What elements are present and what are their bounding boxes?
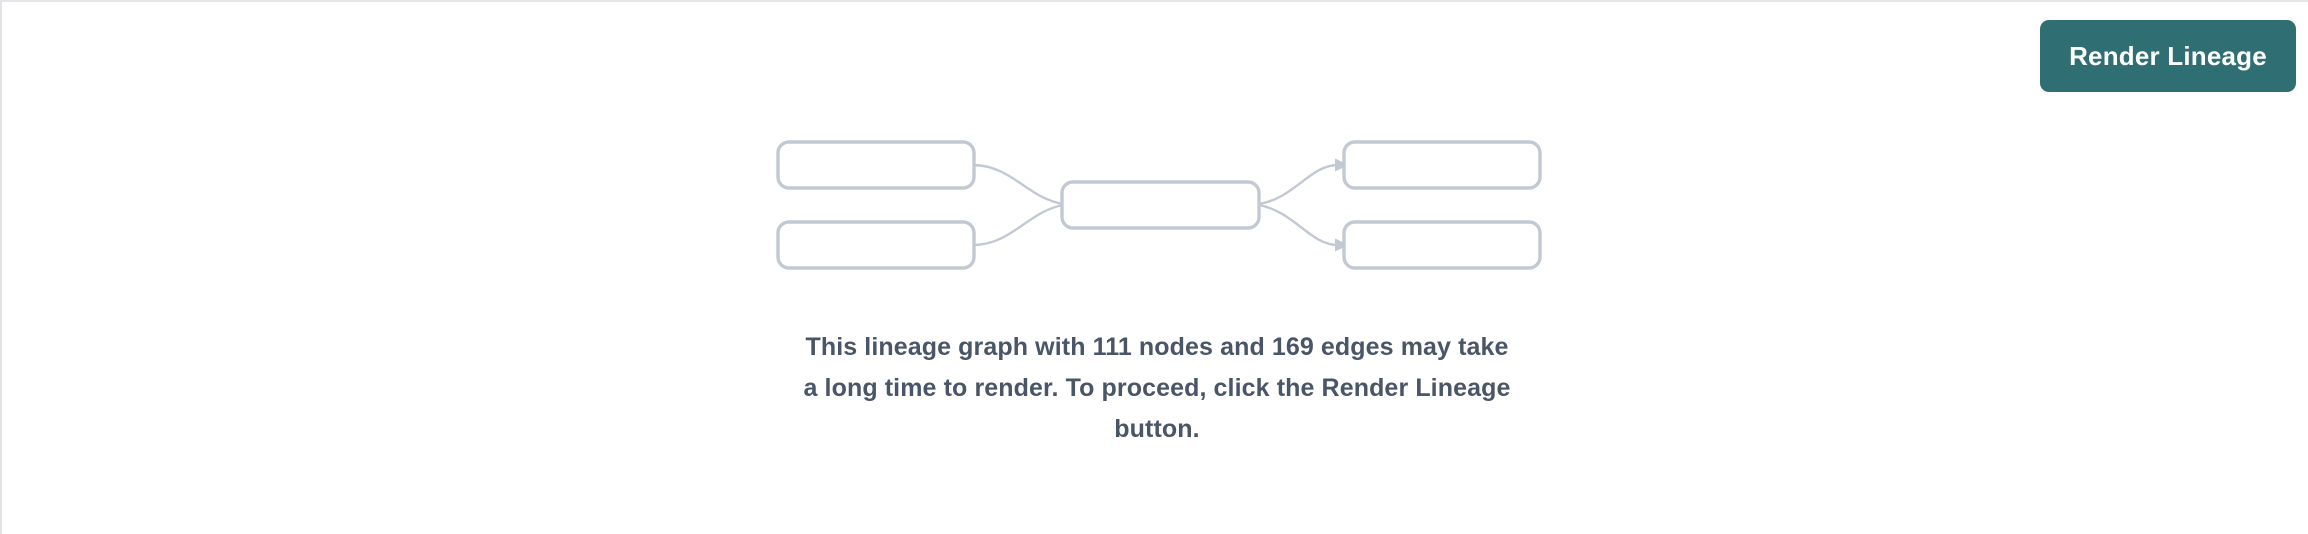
lineage-warning-line-3: button. [1114,415,1200,443]
lineage-node-downstream-1 [1342,140,1542,190]
lineage-node-upstream-1 [776,140,976,190]
lineage-node-downstream-2 [1342,220,1542,270]
edge-center-to-downstream-2 [1258,203,1339,247]
lineage-warning-line-1: This lineage graph with 111 nodes and 16… [805,333,1509,361]
lineage-warning-message: This lineage graph with 111 nodes and 16… [657,327,1657,450]
lineage-node-center [1060,180,1261,230]
edge-upstream-1-to-center [971,163,1064,206]
arrowhead-to-downstream-1-icon [1335,158,1349,172]
render-lineage-button[interactable]: Render Lineage [2040,20,2296,92]
lineage-node-upstream-2 [776,220,976,270]
lineage-placeholder-graph [772,132,1547,277]
arrowhead-to-downstream-2-icon [1335,238,1349,252]
lineage-warning-line-2: a long time to render. To proceed, click… [803,374,1511,402]
edge-upstream-2-to-center [971,203,1064,247]
edge-center-to-downstream-1 [1258,163,1339,206]
